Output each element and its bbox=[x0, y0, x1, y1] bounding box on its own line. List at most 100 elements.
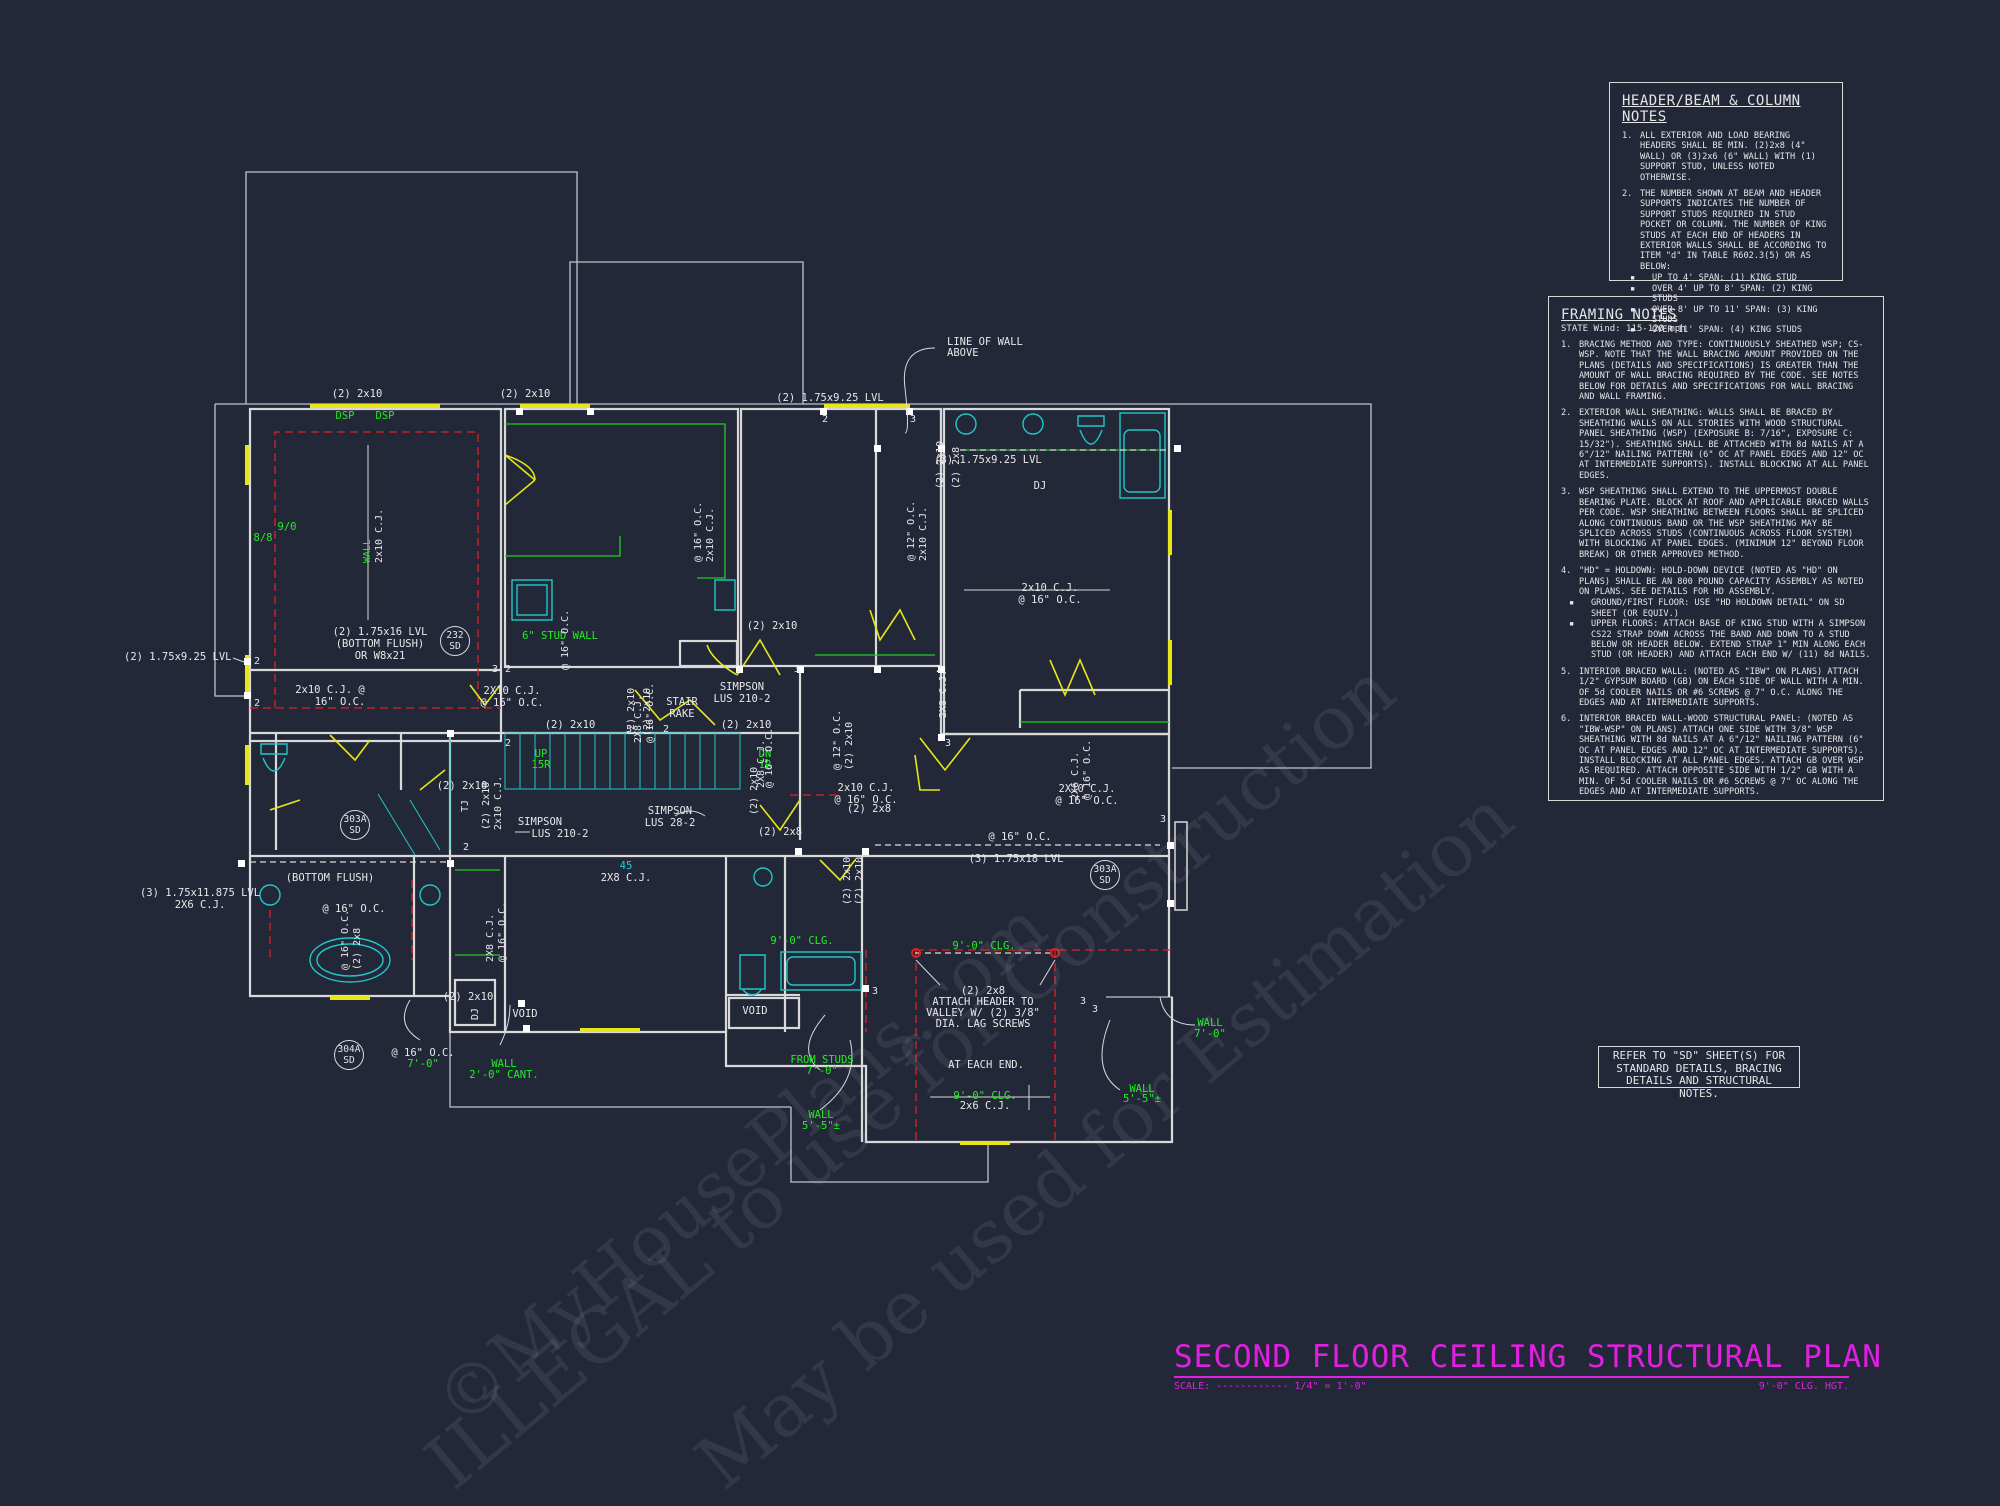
plan-annotation: (2) 2x8 bbox=[951, 446, 962, 489]
plan-annotation: DIA. LAG SCREWS bbox=[935, 1018, 1031, 1030]
plan-annotation: 2X8 C.J. bbox=[600, 872, 652, 884]
king-stud-item: UP TO 4' SPAN: (1) KING STUD bbox=[1630, 273, 1830, 284]
plan-annotation: 2X8 C.J. bbox=[633, 694, 644, 743]
beam-lines bbox=[250, 431, 1172, 1140]
plan-annotation: (2) 2x10 bbox=[499, 388, 551, 400]
framing-notes: FRAMING NOTES STATE Wind: 115-120 mph 1.… bbox=[1548, 296, 1884, 801]
framing-notes-title: FRAMING NOTES bbox=[1561, 307, 1678, 323]
plan-annotation: @ 12" O.C. bbox=[906, 500, 917, 561]
plan-annotation: SIMPSON bbox=[719, 681, 765, 693]
plan-annotation: 2x10 C.J. bbox=[1021, 582, 1079, 594]
plan-annotation: 8/8 bbox=[253, 532, 273, 544]
plan-annotation: STAIR bbox=[666, 696, 698, 708]
plan-annotation: (2) 2x8 bbox=[846, 803, 892, 815]
plan-annotation: ABOVE bbox=[947, 347, 979, 359]
plan-annotation: (2) 2x10 bbox=[842, 856, 853, 905]
support-count: 3 bbox=[1160, 814, 1167, 825]
plan-annotation: 9'-0" CLG. bbox=[952, 940, 1016, 952]
plan-annotation: LUS 28-2 bbox=[644, 817, 696, 829]
plan-annotation: (2) 2x8 bbox=[960, 985, 1006, 997]
framing-note: 3.WSP SHEATHING SHALL EXTEND TO THE UPPE… bbox=[1561, 487, 1869, 560]
red-posts bbox=[911, 948, 1060, 958]
plan-annotation: (3) 1.75x11.875 LVL bbox=[139, 887, 261, 899]
plan-annotation: (3) 1.75x18 LVL bbox=[968, 853, 1064, 865]
plan-annotation: 2x6 C.J. bbox=[959, 1100, 1011, 1112]
plan-annotation: (2) 2x10 bbox=[442, 991, 494, 1003]
plan-annotation: 7'-0" bbox=[806, 1065, 838, 1077]
framing-note: 5.INTERIOR BRACED WALL: (NOTED AS "IBW" … bbox=[1561, 666, 1864, 708]
plan-annotation: DJ bbox=[470, 1007, 481, 1020]
plan-annotation: (2) 2x10 bbox=[436, 780, 488, 792]
plan-annotation: RAKE bbox=[669, 708, 695, 720]
plan-annotation: (2) 1.75x9.25 LVL bbox=[776, 392, 884, 404]
title-block: SECOND FLOOR CEILING STRUCTURAL PLAN SCA… bbox=[1174, 1338, 1881, 1392]
plan-annotation: LUS 210-2 bbox=[713, 693, 771, 705]
plan-annotation: (2) 2x10 bbox=[844, 721, 855, 770]
plan-annotation: UP bbox=[534, 748, 548, 760]
plan-annotation: 1R bbox=[758, 759, 772, 771]
plan-annotation: @ 16" O.C. bbox=[340, 909, 351, 970]
plan-annotation: DJ bbox=[1033, 480, 1047, 492]
plan-annotation: (BOTTOM FLUSH) bbox=[335, 638, 425, 650]
plan-annotation: LINE OF WALL bbox=[947, 336, 1023, 348]
plan-annotation: @ 16" O.C. bbox=[1082, 739, 1093, 800]
plan-annotation: WALL bbox=[491, 1058, 517, 1070]
plan-annotation: 2X6 C.J. bbox=[174, 899, 226, 911]
plan-annotation: 2x10 C.J. bbox=[918, 506, 929, 561]
fixtures bbox=[259, 412, 1166, 996]
plan-annotation: (BOTTOM FLUSH) bbox=[285, 872, 375, 884]
plan-annotation: WALL bbox=[808, 1109, 834, 1121]
plan-annotation: @ 16" O.C. bbox=[693, 501, 704, 562]
plan-annotation: 5'-5"± bbox=[1123, 1093, 1161, 1105]
header-beam-notes: HEADER/BEAM & COLUMN NOTES 1.ALL EXTERIO… bbox=[1609, 82, 1843, 336]
plan-annotation: @ 16" O.C. bbox=[645, 682, 656, 743]
plan-annotation: DSP bbox=[375, 410, 395, 422]
king-stud-list: UP TO 4' SPAN: (1) KING STUD OVER 4' UP … bbox=[1622, 273, 1830, 336]
plan-annotation: (2) 1.75x16 LVL bbox=[332, 626, 428, 638]
plan-annotation: 2X10 C.J. bbox=[483, 685, 541, 697]
leaders bbox=[232, 347, 1196, 1111]
plan-annotation: 9'-0" CLG. bbox=[953, 1090, 1017, 1102]
plan-annotation: (2) 2x10 bbox=[544, 719, 596, 731]
support-count: 3 bbox=[872, 986, 879, 997]
plan-annotation: VOID bbox=[742, 1005, 768, 1017]
plan-annotation: 2'-0" CANT. bbox=[469, 1069, 539, 1081]
plan-annotation: 7'-0" bbox=[407, 1058, 439, 1070]
king-stud-item: OVER 11' SPAN: (4) KING STUDS bbox=[1630, 325, 1830, 336]
support-count: 2 bbox=[463, 842, 470, 853]
holdown-item: GROUND/FIRST FLOOR: USE "HD HOLDOWN DETA… bbox=[1569, 598, 1871, 619]
support-count: 3 bbox=[626, 724, 633, 735]
plan-annotation: @ 12" O.C. bbox=[832, 709, 843, 770]
support-count: 3 bbox=[945, 738, 952, 749]
plan-annotation: 2x10 C.J. bbox=[837, 782, 895, 794]
header-note: 2.THE NUMBER SHOWN AT BEAM AND HEADER SU… bbox=[1622, 189, 1827, 272]
plan-annotation: 7'-0" bbox=[1194, 1028, 1226, 1040]
plan-annotation: @ 16" O.C. bbox=[834, 794, 898, 806]
walls bbox=[248, 407, 1174, 1144]
plan-annotation: AT EACH END. bbox=[948, 1059, 1024, 1071]
plan-annotation: LUS 210-2 bbox=[531, 828, 589, 840]
support-count: 2 bbox=[936, 664, 943, 675]
plan-annotation: 9'-0" CLG. bbox=[770, 935, 834, 947]
ceiling-height-label: 9'-0" CLG. HGT. bbox=[1758, 1381, 1849, 1392]
plan-annotation: @ 16" O.C. bbox=[480, 697, 544, 709]
king-stud-item: OVER 4' UP TO 8' SPAN: (2) KING STUDS bbox=[1630, 284, 1830, 305]
plan-annotation: (2) 2x8 bbox=[352, 927, 363, 970]
plan-annotation: SIMPSON bbox=[647, 805, 693, 817]
plan-annotation: 15R bbox=[531, 759, 551, 771]
plan-annotation: @ 16" O.C. bbox=[322, 903, 386, 915]
support-count: 3 bbox=[910, 414, 917, 425]
support-count: 2 bbox=[505, 738, 512, 749]
plan-annotation: 2x10 C.J. bbox=[493, 775, 504, 830]
sd-reference-note: REFER TO "SD" SHEET(S) FOR STANDARD DETA… bbox=[1598, 1046, 1800, 1099]
plan-annotation: DN bbox=[758, 748, 772, 760]
plan-annotation: (2) 2x8 bbox=[757, 826, 803, 838]
plan-annotation: WALL bbox=[362, 538, 373, 563]
support-count: 2 bbox=[663, 724, 670, 735]
support-count: 2 bbox=[254, 698, 261, 709]
scale-label: SCALE: ------------ 1/4" = 1'-0" bbox=[1174, 1381, 1367, 1392]
